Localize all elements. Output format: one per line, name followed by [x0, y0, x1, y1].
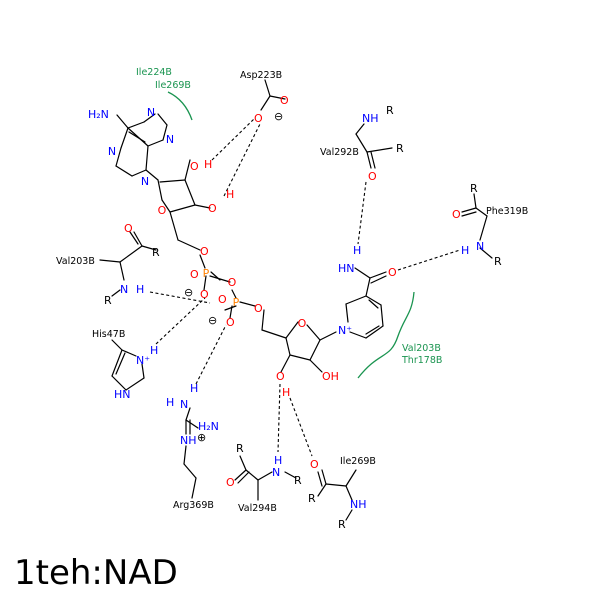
ribose-n-o3-h-label: H: [282, 386, 290, 399]
phe319-r2-label: R: [494, 255, 502, 268]
val292-nh-label: NH: [362, 112, 379, 125]
arg369-h1-label: H: [190, 382, 198, 395]
residue-label-arg369: Arg369B: [173, 500, 214, 511]
pa-o2-label: O: [200, 288, 209, 301]
adenine-ring: [115, 113, 168, 181]
amide-h-label: H: [353, 244, 361, 257]
residue-label-his47: His47B: [92, 329, 125, 340]
arg369-n1-label: N: [180, 398, 188, 411]
val292-o-label: O: [368, 170, 377, 183]
residue-val292: [355, 123, 393, 169]
hydrophobic-label-val203: Val203B: [402, 343, 441, 354]
bridging-o-label: O: [228, 276, 237, 289]
val292-r2-label: R: [396, 142, 404, 155]
charge-minus-pa: ⊖: [184, 286, 193, 299]
phe319-r1-label: R: [470, 182, 478, 195]
pa-o1-label: O: [190, 268, 199, 281]
ile269-r2-label: R: [338, 518, 346, 531]
val294-o-label: O: [226, 476, 235, 489]
val294-r1-label: R: [236, 442, 244, 455]
residue-label-val292: Val292B: [320, 147, 359, 158]
ribose-n-o3-label: O: [276, 370, 285, 383]
charge-plus-arg369: ⊕: [197, 431, 206, 444]
ribose-a-o3-label: O: [208, 202, 217, 215]
residue-val203-left: [99, 231, 157, 297]
residue-his47: [111, 339, 145, 391]
ribose-n-ring-o-label: O: [298, 317, 307, 330]
hydrophobic-label-thr178: Thr178B: [401, 355, 442, 366]
phosphorus-n-label: P: [233, 296, 240, 309]
residue-arg369: [183, 407, 199, 499]
his47-hn-label: HN: [114, 388, 131, 401]
val292-r1-label: R: [386, 104, 394, 117]
residue-label-asp223: Asp223B: [240, 70, 282, 81]
ribose-n-o2-label: OH: [322, 370, 339, 383]
pyridinium-n-label: N⁺: [338, 324, 352, 337]
residue-asp223: [260, 79, 286, 111]
charge-minus-asp223: ⊖: [274, 110, 283, 123]
ribose-a-o2-h-label: H: [204, 158, 212, 171]
hydrophobic-arc-right: [357, 291, 415, 379]
amide-o-label: O: [388, 266, 397, 279]
nicotinamide-ring: [345, 267, 387, 339]
hydrophobic-label-ile224: Ile224B: [136, 67, 172, 78]
asp223-o2-label: O: [254, 112, 263, 125]
hydrophobic-arc-top: [167, 91, 193, 121]
val203-o-label: O: [124, 222, 133, 235]
val294-r2-label: R: [294, 474, 302, 487]
figure-title: 1teh:NAD: [14, 553, 178, 593]
residue-ile269: [317, 469, 357, 521]
phosphorus-a-label: P: [203, 267, 210, 280]
adenine-n7-label: N: [108, 145, 116, 158]
val203-r1-label: R: [152, 246, 160, 259]
val203-h-label: H: [136, 283, 144, 296]
ribose-a-o2-label: O: [190, 160, 199, 173]
ile269-r1-label: R: [308, 492, 316, 505]
val294-h-label: H: [274, 454, 282, 467]
amine-h2n-label: H₂N: [88, 108, 109, 121]
phe319-h-label: H: [461, 244, 469, 257]
charge-minus-pn: ⊖: [208, 314, 217, 327]
val294-n-label: N: [272, 466, 280, 479]
nicotinamide-ribose: [261, 309, 337, 373]
asp223-o1-label: O: [280, 94, 289, 107]
hydrophobic-label-ile269: Ile269B: [155, 80, 191, 91]
ribose-a-o3-h-label: H: [226, 188, 234, 201]
adenine-n3-label: N: [166, 133, 174, 146]
val203-n-label: N: [120, 283, 128, 296]
arg369-h2n-label: H₂N: [198, 420, 219, 433]
ribose-n-o5-label: O: [254, 302, 263, 315]
pyrophosphate: [199, 254, 256, 319]
ile269-nh-label: NH: [350, 498, 367, 511]
residue-val294: [234, 455, 297, 501]
adenine-n1-label: N: [147, 106, 155, 119]
hydrogen-bonds: [149, 117, 461, 457]
ribose-a-ring-o-label: O: [158, 204, 167, 217]
ribose-a-o5-label: O: [200, 245, 209, 258]
val203-r2-label: R: [104, 294, 112, 307]
arg369-h2-label: H: [166, 396, 174, 409]
residue-label-ile269: Ile269B: [340, 456, 376, 467]
his47-n-plus-label: N⁺: [136, 354, 150, 367]
residue-label-phe319: Phe319B: [486, 206, 528, 217]
amide-n-label: HN: [338, 262, 355, 275]
residue-phe319: [461, 193, 493, 259]
phe319-n-label: N: [476, 240, 484, 253]
his47-h-label: H: [150, 344, 158, 357]
pn-o1-label: O: [218, 293, 227, 306]
adenine-n9-label: N: [141, 175, 149, 188]
pn-o2-label: O: [226, 316, 235, 329]
arg369-nh-label: NH: [180, 434, 197, 447]
adenosine-ribose: [157, 159, 211, 251]
residue-label-val203: Val203B: [56, 256, 95, 267]
ile269-o-label: O: [310, 458, 319, 471]
phe319-o-label: O: [452, 208, 461, 221]
residue-label-val294: Val294B: [238, 503, 277, 514]
